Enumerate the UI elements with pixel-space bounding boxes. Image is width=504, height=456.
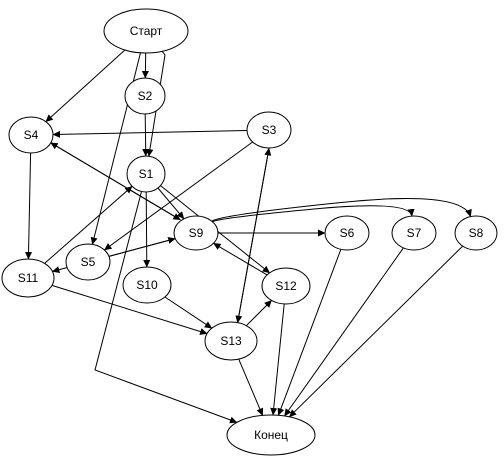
edge-start-to-s1 [146,50,166,157]
node-s7-shape [391,215,437,251]
node-s12-shape [261,267,311,305]
node-s3-label: S3 [262,123,277,137]
node-s4-label: S4 [24,128,39,142]
edge-s7-to-end [284,247,404,417]
node-s13-shape [204,321,258,361]
node-start: Старт [103,8,189,54]
edge-s8-to-end [289,245,464,418]
node-s9-shape [173,215,219,251]
node-s8-shape [454,215,498,251]
edge-start-to-s4 [45,49,126,123]
node-s7-label: S7 [407,226,422,240]
node-s2-label: S2 [138,89,153,103]
node-s8: S8 [454,215,498,251]
node-s1-shape [126,155,166,193]
node-s4-shape [8,116,54,154]
node-s1: S1 [126,155,166,193]
edge-s4-to-s11 [25,152,33,260]
node-s4: S4 [8,116,54,154]
edge-s3-to-s5 [103,141,253,251]
node-s12: S12 [261,267,311,305]
edge-s5-to-s9 [108,237,176,257]
node-s9: S9 [173,215,219,251]
node-s5-label: S5 [81,255,96,269]
edge-s13-to-end [238,358,264,416]
node-start-shape [103,8,189,54]
node-s6-label: S6 [340,226,355,240]
node-s3-shape [246,111,292,149]
edge-s11-to-s13 [51,284,208,335]
node-end: Конец [226,414,316,456]
node-s10-shape [122,266,172,304]
node-end-shape [226,414,316,456]
node-s10: S10 [122,266,172,304]
node-s12-label: S12 [275,279,297,293]
edge-s1-to-s9 [157,187,185,220]
node-s5-shape [65,243,111,281]
node-s11-shape [1,258,55,298]
edge-s13-to-s12 [245,300,272,327]
node-s8-label: S8 [469,226,484,240]
node-s13: S13 [204,321,258,361]
node-s2-shape [124,77,166,115]
node-s3: S3 [246,111,292,149]
edge-s12-to-end [270,303,285,416]
edge-s3-to-s13 [235,148,270,324]
node-s2: S2 [124,77,166,115]
edge-s1-to-s10 [143,191,151,268]
node-s1-label: S1 [139,167,154,181]
node-end-label: Конец [254,428,288,442]
node-s11: S11 [1,258,55,298]
edge-s6-to-end [277,249,342,416]
edge-s3-to-s4 [52,130,248,138]
node-start-label: Старт [130,24,163,38]
edge-s12-to-s9 [213,242,268,276]
edge-s9-to-s7 [212,205,415,223]
node-s10-label: S10 [136,278,158,292]
edge-s2-to-s1 [142,113,150,157]
node-s7: S7 [391,215,437,251]
node-s6: S6 [324,215,370,251]
node-s13-label: S13 [220,334,242,348]
edge-s10-to-s13 [164,296,213,329]
node-s5: S5 [65,243,111,281]
edge-s9-to-s4 [50,142,181,221]
node-s11-label: S11 [18,271,39,285]
edge-s1-to-end [94,191,238,424]
edge-s11-to-s1 [44,185,133,264]
node-s9-label: S9 [189,226,204,240]
node-s6-shape [324,215,370,251]
edge-s9-to-s8 [211,198,472,222]
